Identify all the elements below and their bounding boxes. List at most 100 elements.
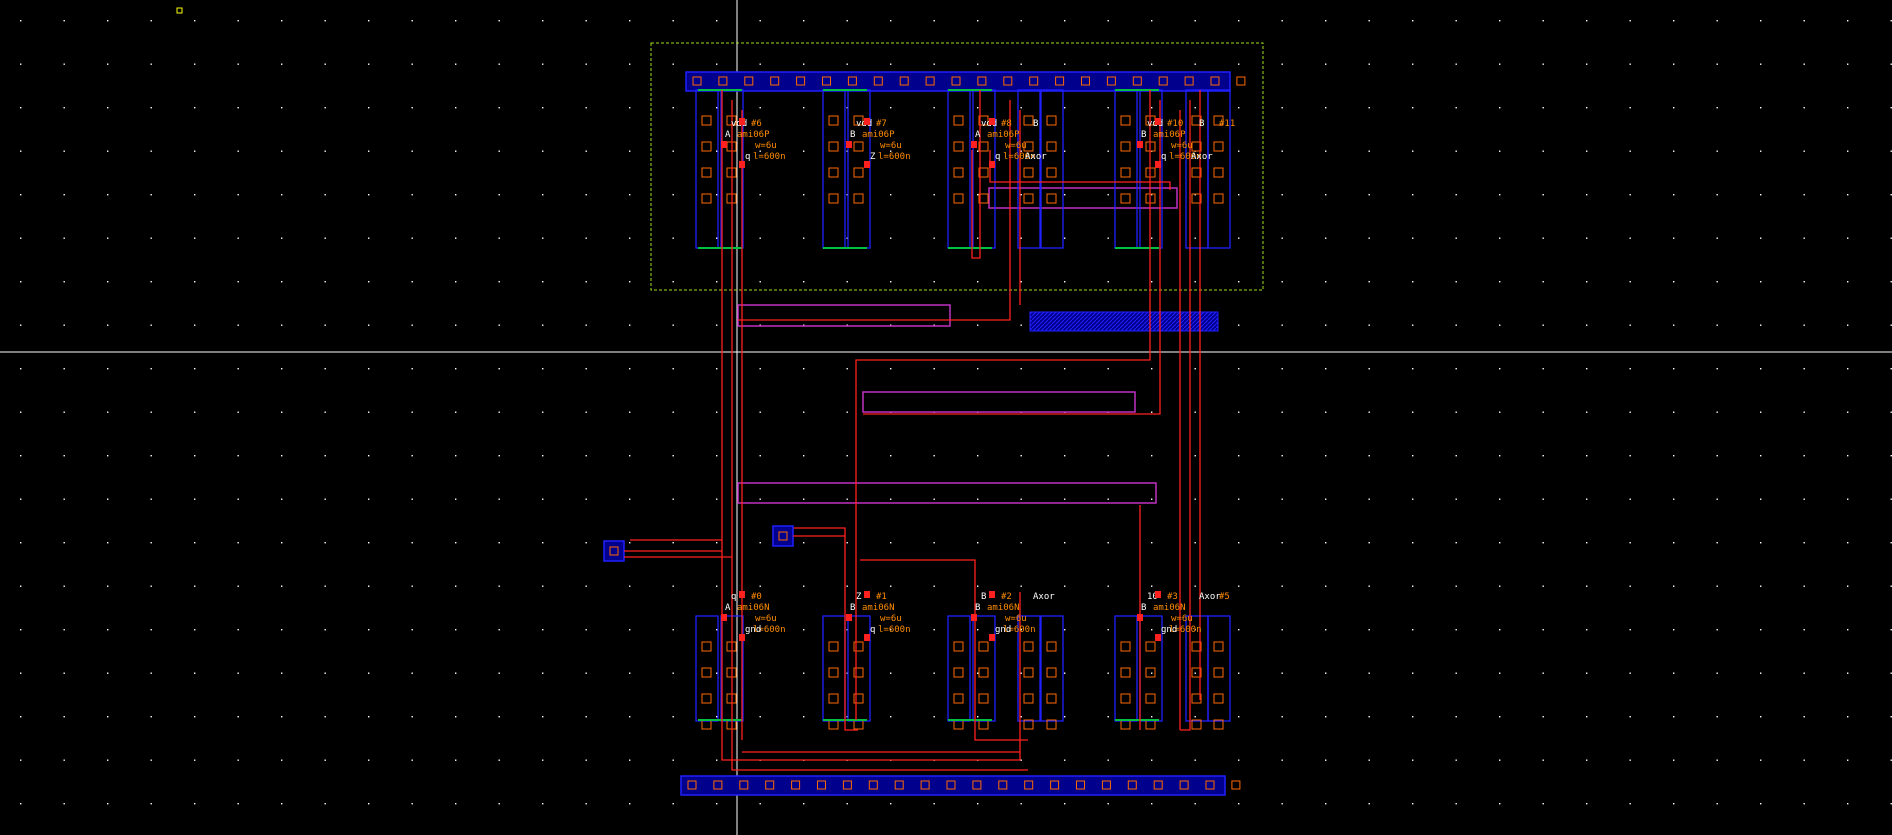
grid-dot [629,629,631,631]
pmos-diffusion-column[interactable] [695,89,719,249]
pmos-diffusion-column[interactable] [847,89,871,249]
grid-dot [411,20,413,22]
nmos-diffusion-column[interactable] [1040,615,1064,722]
grid-dot [585,194,587,196]
poly-strip-1[interactable] [737,304,951,327]
grid-dot [194,759,196,761]
grid-dot [1542,542,1544,544]
nmos-terminal-label: B [981,592,986,602]
grid-dot [933,498,935,500]
pmos-alt2-label: Axor [1191,152,1213,162]
pmos-diffusion-column[interactable] [822,89,846,249]
grid-dot [890,368,892,370]
pmos-diffusion-column[interactable] [1207,89,1231,249]
pmos-diffusion-column[interactable] [1185,89,1209,249]
grid-dot [1238,20,1240,22]
nwell-outline[interactable] [650,42,1264,291]
grid-dot [1194,194,1196,196]
grid-dot [1151,803,1153,805]
grid-dot [1368,411,1370,413]
poly-strip-2[interactable] [862,391,1136,413]
diffusion-contact [1046,167,1057,178]
grid-dot [803,411,805,413]
grid-dot [368,585,370,587]
grid-dot [1673,281,1675,283]
grid-dot [20,803,22,805]
grid-dot [63,716,65,718]
pmos-diffusion-column[interactable] [1040,89,1064,249]
vdd-rail[interactable] [685,71,1231,92]
pmos-diffusion-column[interactable] [1017,89,1041,249]
grid-dot [498,63,500,65]
grid-dot [803,107,805,109]
diffusion-contact [1191,141,1202,152]
grid-dot [498,107,500,109]
grid-dot [411,803,413,805]
nmos-diffusion-column[interactable] [1207,615,1231,722]
grid-dot [977,498,979,500]
grid-dot [411,411,413,413]
pmos-diffusion-column[interactable] [972,89,996,249]
grid-dot [1281,194,1283,196]
grid-dot [107,411,109,413]
grid-dot [759,281,761,283]
grid-dot [1629,194,1631,196]
grid-dot [1455,63,1457,65]
grid-dot [585,716,587,718]
metal1-hatched-bar[interactable] [1029,311,1219,332]
grid-dot [237,629,239,631]
nmos-diffusion-column[interactable] [1017,615,1041,722]
grid-dot [933,455,935,457]
diffusion-contact [1120,693,1131,704]
pmos-diffusion-column[interactable] [1139,89,1163,249]
grid-dot [1586,803,1588,805]
diffusion-contact [1046,719,1057,730]
nmos-net-label: gnd [1161,625,1177,635]
grid-dot [1629,20,1631,22]
grid-dot [977,803,979,805]
grid-dot [20,20,22,22]
grid-dot [846,803,848,805]
grid-dot [1673,107,1675,109]
gnd-rail[interactable] [680,775,1226,796]
grid-dot [1542,281,1544,283]
grid-dot [1499,194,1501,196]
grid-dot [1412,498,1414,500]
grid-dot [977,63,979,65]
input-pin-A[interactable] [603,540,625,562]
poly-strip-3[interactable] [737,482,1157,504]
grid-dot [1325,20,1327,22]
vdd-contact [1236,76,1246,86]
terminal-marker [989,634,995,641]
grid-dot [1368,324,1370,326]
grid-dot [194,455,196,457]
grid-dot [1890,107,1892,109]
terminal-marker [846,614,852,621]
poly-strip-4[interactable] [988,187,1178,209]
gnd-contact [817,780,826,790]
grid-dot [1629,237,1631,239]
grid-dot [977,368,979,370]
grid-dot [498,759,500,761]
grid-dot [1238,324,1240,326]
grid-dot [1542,455,1544,457]
pmos-diffusion-column[interactable] [947,89,971,249]
pmos-diffusion-column[interactable] [1114,89,1138,249]
grid-dot [1368,281,1370,283]
grid-dot [194,368,196,370]
diffusion-contact [828,641,839,652]
grid-dot [237,716,239,718]
grid-dot [368,281,370,283]
grid-dot [1890,629,1892,631]
grid-dot [759,672,761,674]
grid-dot [411,194,413,196]
grid-dot [716,63,718,65]
grid-dot [1629,411,1631,413]
grid-dot [1194,455,1196,457]
grid-dot [759,455,761,457]
input-pin-B[interactable] [772,525,794,547]
grid-dot [1281,716,1283,718]
grid-dot [368,542,370,544]
grid-dot [672,368,674,370]
